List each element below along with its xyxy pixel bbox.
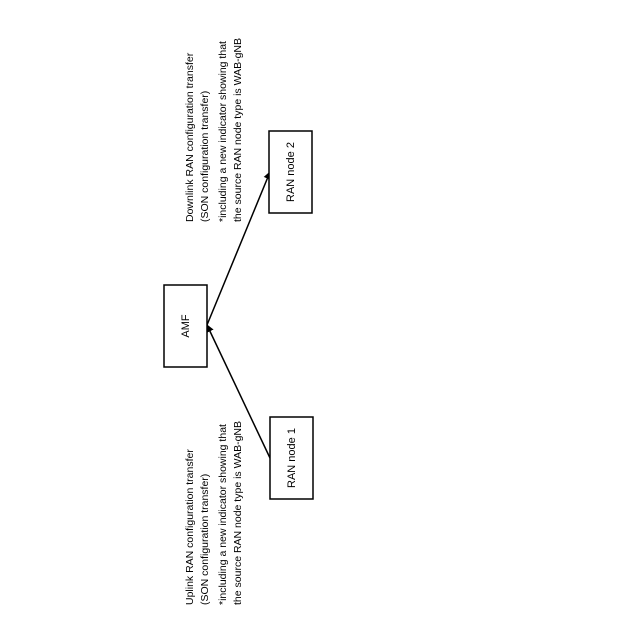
downlink-note-line-2: (SON configuration transfer) (199, 91, 211, 222)
uplink-note-line-4: the source RAN node type is WAB-gNB (232, 421, 244, 605)
ran-node-2: RAN node 2 (269, 131, 312, 213)
uplink-note-line-3: *including a new indicator showing that (217, 424, 229, 605)
ran-node-1-label: RAN node 1 (286, 428, 298, 488)
amf-label: AMF (180, 314, 192, 338)
ran-node-1: RAN node 1 (270, 417, 313, 499)
uplink-note-line-2: (SON configuration transfer) (199, 474, 211, 605)
downlink-note: Downlink RAN configuration transfer (SON… (184, 38, 244, 222)
downlink-note-line-4: the source RAN node type is WAB-gNB (232, 38, 244, 222)
ran-node-2-label: RAN node 2 (285, 142, 297, 202)
uplink-note-line-1: Uplink RAN configuration transfer (184, 449, 196, 605)
amf-node: AMF (164, 285, 207, 367)
downlink-note-line-3: *including a new indicator showing that (217, 41, 229, 222)
downlink-note-line-1: Downlink RAN configuration transfer (184, 52, 196, 222)
uplink-note: Uplink RAN configuration transfer (SON c… (184, 421, 244, 605)
